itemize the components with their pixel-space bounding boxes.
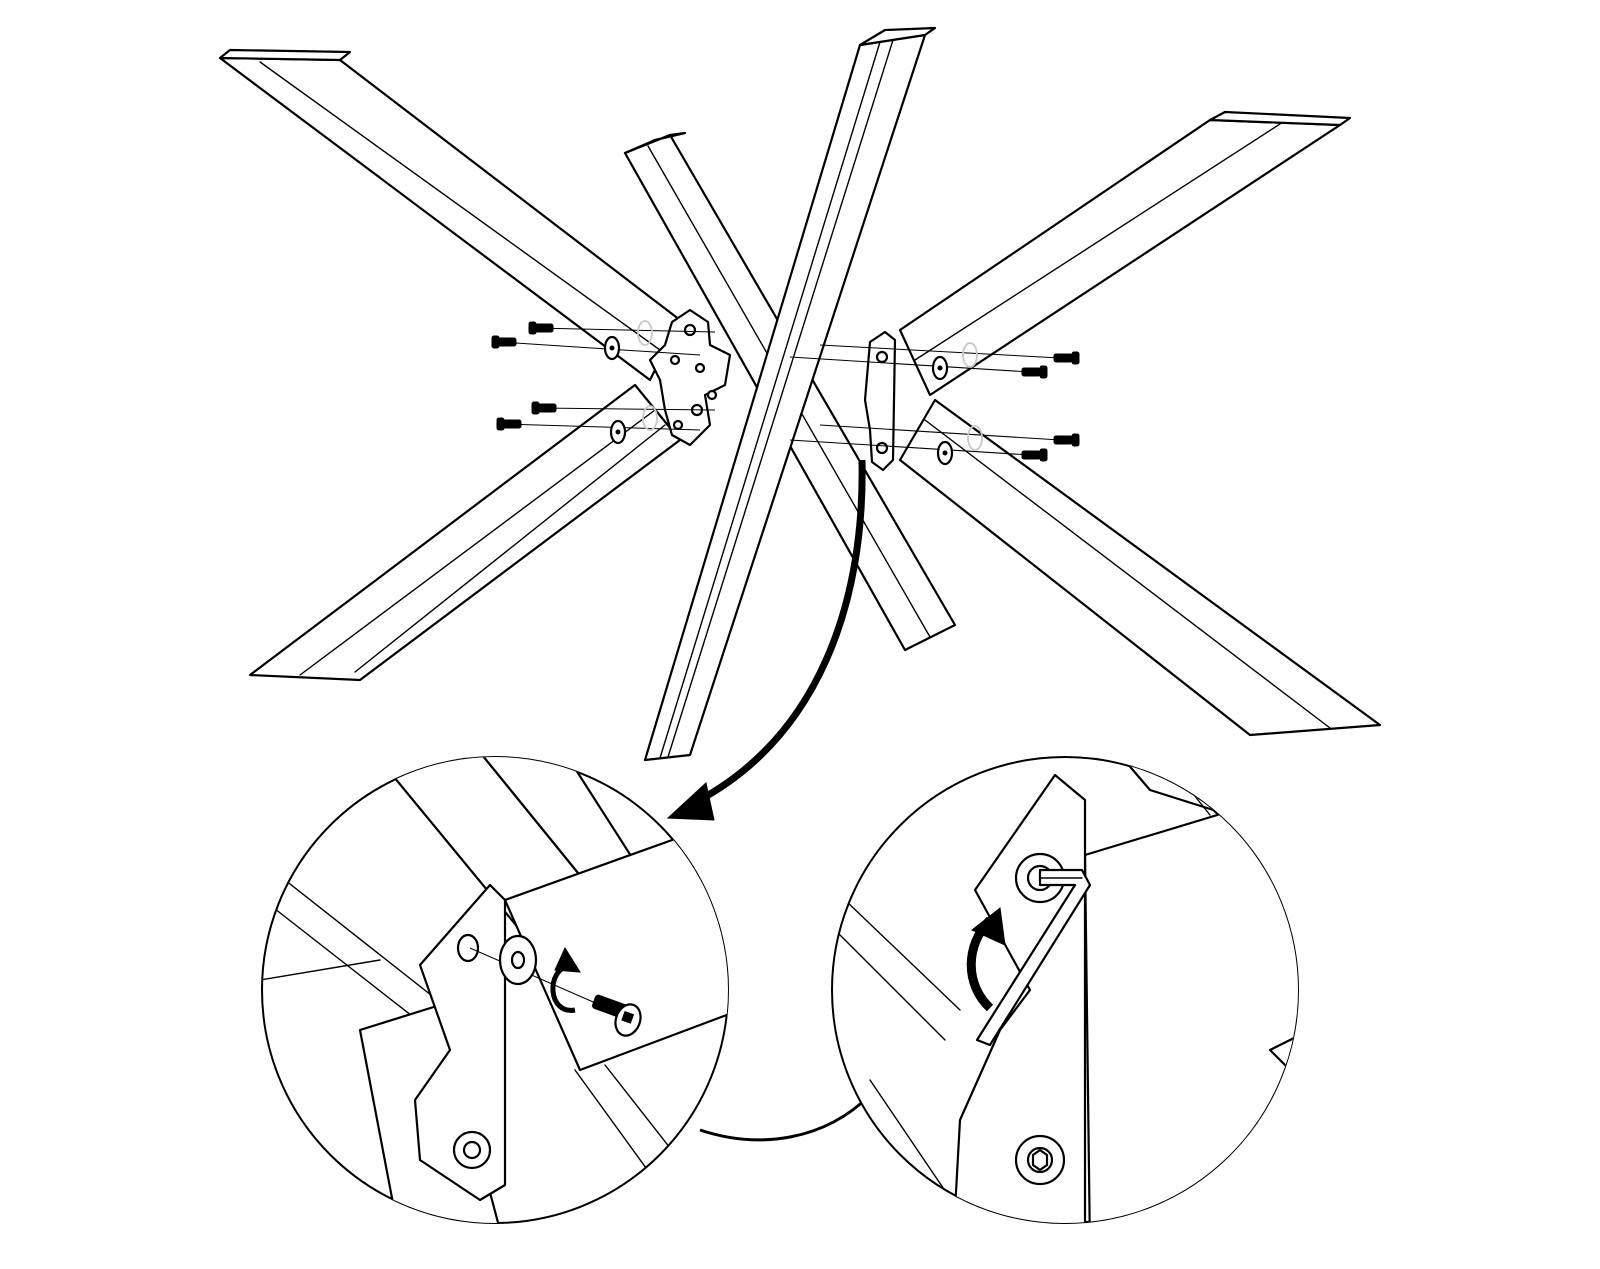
ghost-washers — [637, 320, 983, 451]
table-frame — [218, 26, 1382, 762]
connector-plate-left — [648, 308, 732, 447]
connector-plate-right — [863, 330, 897, 472]
leg-bottom-left — [248, 383, 682, 682]
flow-arrow-icon — [666, 459, 866, 821]
washer-icon — [603, 335, 954, 466]
guide-lines — [499, 327, 1061, 456]
leg-top-right — [898, 110, 1352, 397]
detail-panel-hex-key-tightening — [831, 756, 1299, 1224]
hex-key-icon — [975, 868, 1092, 1047]
leg-top-left — [218, 48, 682, 382]
screw-icon — [592, 994, 642, 1037]
screw-icon — [491, 321, 1080, 462]
rotate-arrow-icon — [966, 907, 1006, 1012]
leg-front-center — [643, 26, 937, 762]
rotate-arrow-icon — [550, 946, 581, 1013]
washer-icon — [498, 934, 538, 986]
detail-panel-screw-insertion — [261, 756, 729, 1224]
leg-bottom-right — [898, 398, 1382, 737]
